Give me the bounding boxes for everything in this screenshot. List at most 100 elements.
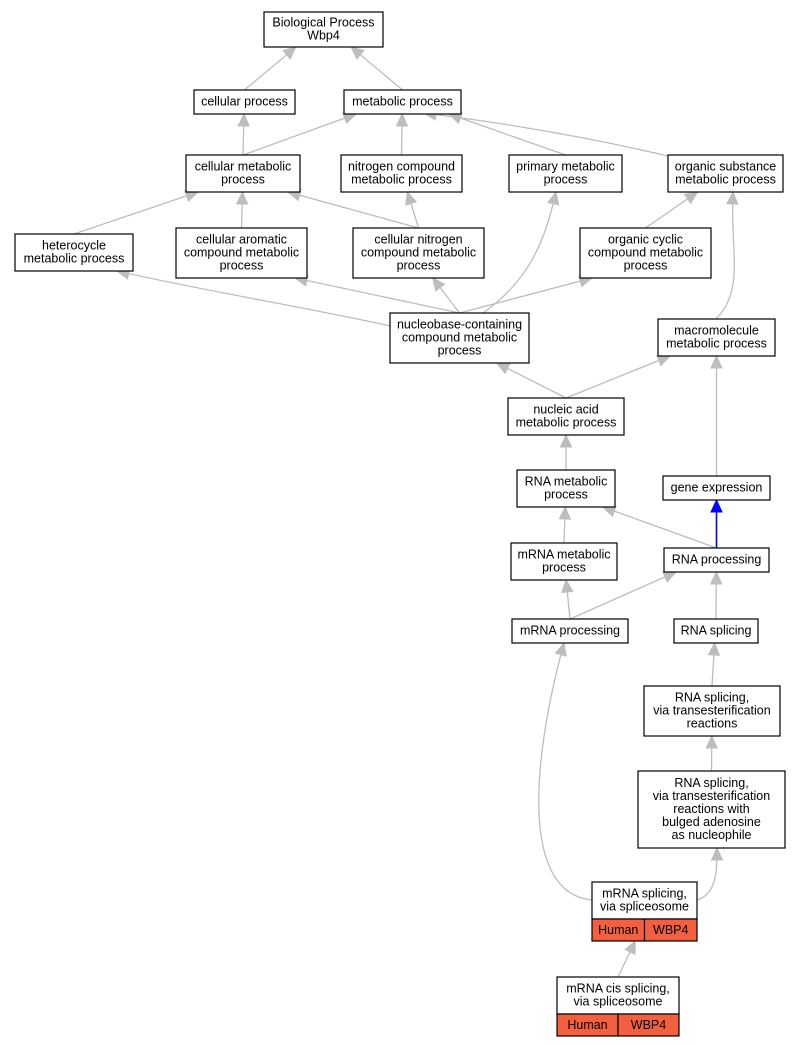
node-label-line: compound metabolic — [184, 246, 299, 260]
edge-mrna-cis-splicing-spliceosome-to-mrna-splicing-spliceosome — [617, 939, 636, 978]
edge-nucleobase-containing-compound-metabolic-process-to-cellular-nitrogen-compound-metabolic-process — [432, 277, 461, 314]
species-label: Human — [598, 923, 638, 937]
node-label-line: reactions — [687, 717, 738, 731]
node-label-line: metabolic process — [675, 173, 776, 187]
edge-nitrogen-compound-metabolic-process-to-metabolic-process — [395, 112, 409, 156]
node-label-line: RNA metabolic — [525, 475, 608, 489]
edge-organic-cyclic-compound-metabolic-process-to-organic-substance-metabolic-process — [645, 191, 699, 229]
node-mrna-processing[interactable]: mRNA processing — [511, 618, 629, 644]
node-label-line: via spliceosome — [600, 900, 689, 914]
node-box — [263, 11, 384, 48]
edge-line — [294, 277, 460, 314]
node-rna-processing[interactable]: RNA processing — [663, 547, 770, 573]
edge-cellular-metabolic-process-to-cellular-process — [237, 112, 250, 156]
node-label-line: primary metabolic — [516, 160, 615, 174]
node-box — [663, 547, 770, 573]
edge-arrowhead — [710, 498, 723, 513]
edge-arrowhead — [726, 190, 739, 205]
edge-nucleobase-containing-compound-metabolic-process-to-organic-cyclic-compound-metabolic-process — [459, 275, 594, 314]
node-label-line: metabolic process — [516, 416, 617, 430]
node-label-line: heterocycle — [42, 239, 106, 253]
node-rna-splicing-bulged-adenosine[interactable]: RNA splicing,via transesterificationreac… — [637, 770, 786, 849]
node-label-line: metabolic process — [24, 252, 125, 266]
edge-arrowhead — [350, 46, 365, 60]
node-box — [193, 89, 296, 115]
edge-arrowhead — [662, 571, 678, 583]
edge-nucleic-acid-metabolic-process-to-nucleobase-containing-compound-metabolic-process — [495, 362, 567, 399]
node-label-line: RNA splicing, — [675, 691, 749, 705]
edge-line — [715, 191, 735, 320]
edge-arrowhead — [432, 277, 446, 292]
node-label-line: bulged adenosine — [662, 815, 761, 829]
edge-cellular-nitrogen-compound-metabolic-process-to-cellular-metabolic-process — [286, 189, 419, 229]
edge-metabolic-process-to-biological-process — [350, 46, 403, 91]
edge-line — [602, 506, 717, 549]
node-label-line: compound metabolic — [588, 246, 703, 260]
node-label-line: metabolic process — [351, 173, 452, 187]
edge-gene-expression-to-macromolecule-metabolic-process — [710, 354, 723, 476]
edge-line — [73, 191, 199, 235]
node-box — [343, 89, 462, 115]
node-box — [673, 618, 759, 644]
node-label-line: as nucleophile — [672, 828, 752, 842]
node-box — [556, 976, 680, 1015]
node-label-line: process — [624, 259, 668, 273]
edge-arrowhead — [710, 354, 723, 369]
node-box — [510, 542, 618, 581]
gene-label: WBP4 — [653, 923, 688, 937]
node-label-line: compound metabolic — [361, 246, 476, 260]
edge-line — [242, 113, 357, 156]
node-box — [637, 770, 786, 849]
node-box — [657, 318, 776, 357]
node-box — [507, 397, 625, 436]
node-label-line: nucleobase-containing — [397, 318, 522, 332]
node-label-line: organic substance — [675, 160, 777, 174]
node-label-line: organic cyclic — [608, 233, 683, 247]
edge-line — [448, 113, 566, 156]
node-box — [516, 469, 616, 508]
edge-line — [287, 191, 419, 229]
edge-cellular-aromatic-compound-metabolic-process-to-cellular-metabolic-process — [235, 190, 249, 229]
edge-rna-splicing-to-rna-processing — [709, 570, 723, 620]
edge-arrowhead — [235, 190, 249, 205]
edge-mrna-splicing-spliceosome-to-mrna-processing — [538, 641, 593, 901]
edges-layer — [73, 46, 739, 978]
node-metabolic-process[interactable]: metabolic process — [343, 89, 462, 115]
node-label-line: via transesterification — [653, 704, 770, 718]
species-label: Human — [567, 1018, 607, 1032]
node-rna-splicing[interactable]: RNA splicing — [673, 618, 759, 644]
node-label-line: gene expression — [671, 481, 763, 495]
edge-line — [538, 642, 593, 901]
edge-arrowhead — [282, 46, 297, 60]
node-label-line: mRNA splicing, — [602, 887, 687, 901]
node-cellular-process[interactable]: cellular process — [193, 89, 296, 115]
node-label-line: Biological Process — [272, 16, 374, 30]
node-label-line: cellular nitrogen — [374, 233, 462, 247]
edge-macromolecule-metabolic-process-to-organic-substance-metabolic-process — [715, 190, 739, 320]
edge-arrowhead — [709, 570, 723, 585]
node-box — [511, 618, 629, 644]
node-box — [643, 685, 781, 737]
node-rna-splicing-transesterification[interactable]: RNA splicing,via transesterificationreac… — [643, 685, 781, 737]
edge-line — [423, 112, 669, 157]
edge-line — [116, 270, 391, 327]
node-box — [185, 154, 301, 193]
edge-arrowhead — [559, 433, 573, 448]
node-gene-expression[interactable]: gene expression — [662, 475, 771, 501]
